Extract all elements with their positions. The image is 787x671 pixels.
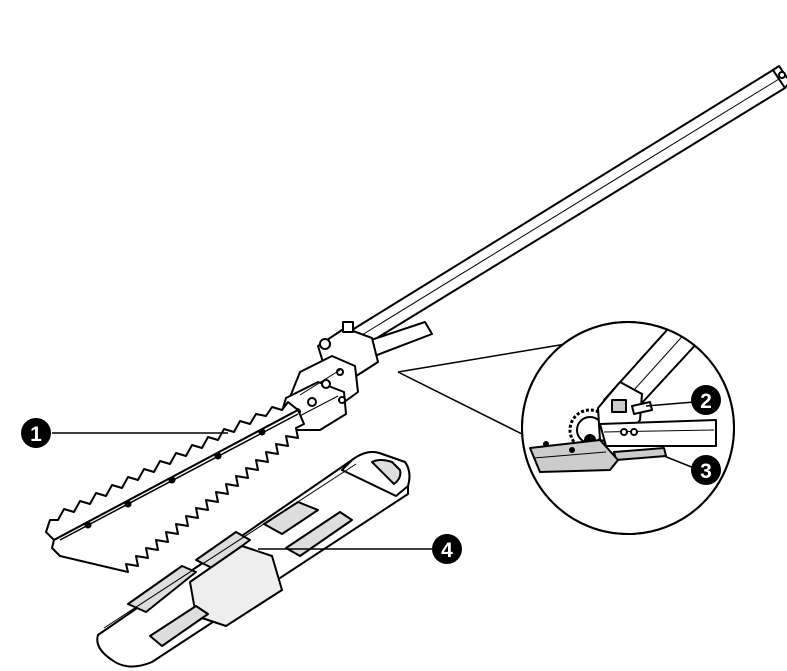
callout-2-label: 2 bbox=[700, 390, 712, 413]
detail-magnifier bbox=[522, 320, 734, 534]
callout-4: 4 bbox=[432, 534, 462, 564]
callout-1-label: 1 bbox=[30, 423, 42, 446]
callout-2: 2 bbox=[691, 385, 721, 415]
callout-4-label: 4 bbox=[441, 539, 453, 562]
callout-3-label: 3 bbox=[700, 460, 712, 483]
gearbox-head bbox=[280, 322, 432, 430]
drive-shaft bbox=[352, 66, 787, 346]
callout-1: 1 bbox=[21, 418, 51, 448]
callout-3: 3 bbox=[691, 455, 721, 485]
